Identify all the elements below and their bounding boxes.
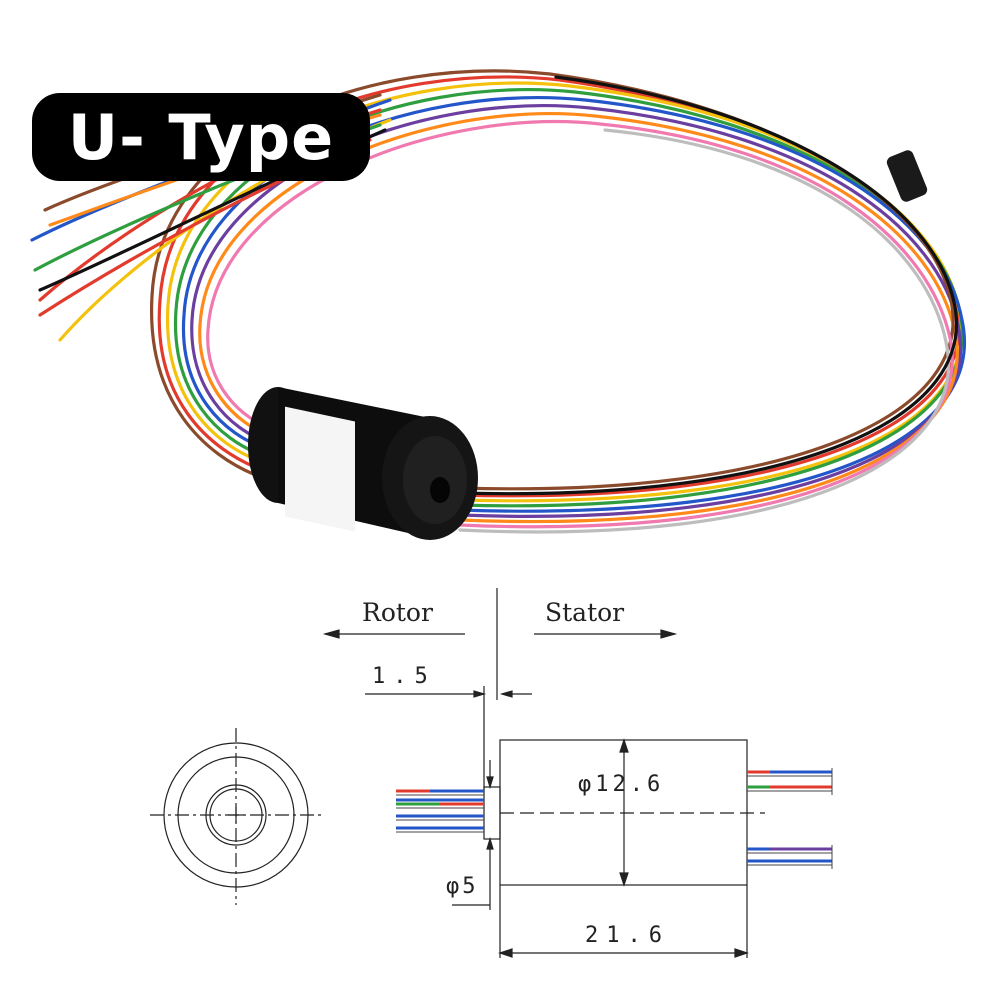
stator-wire-outlines: [747, 768, 833, 869]
wire: [190, 104, 963, 518]
stator-label: Stator: [545, 598, 624, 627]
wire: [157, 75, 961, 498]
technical-drawing: [150, 588, 765, 958]
rotor-wire-outlines: [396, 794, 484, 833]
product-type-badge: U- Type: [32, 93, 370, 181]
wire: [181, 96, 966, 513]
rotor-label: Rotor: [362, 598, 433, 627]
wire: [173, 88, 964, 508]
product-type-label: U- Type: [67, 100, 335, 174]
body-diameter-label: φ12.6: [578, 772, 664, 797]
wire: [165, 81, 964, 503]
shaft-diameter-label: φ5: [446, 874, 479, 899]
stator-wires: [747, 770, 832, 863]
wire: [458, 128, 950, 534]
slip-ring-photo: [248, 387, 478, 540]
length-dimension-label: 21.6: [585, 923, 670, 948]
rotor-wires: [396, 789, 484, 830]
wire: [458, 75, 959, 496]
gap-dimension-label: 1.5: [372, 664, 436, 689]
wire: [206, 119, 954, 529]
cable-tie: [886, 150, 928, 202]
wire: [198, 112, 959, 524]
